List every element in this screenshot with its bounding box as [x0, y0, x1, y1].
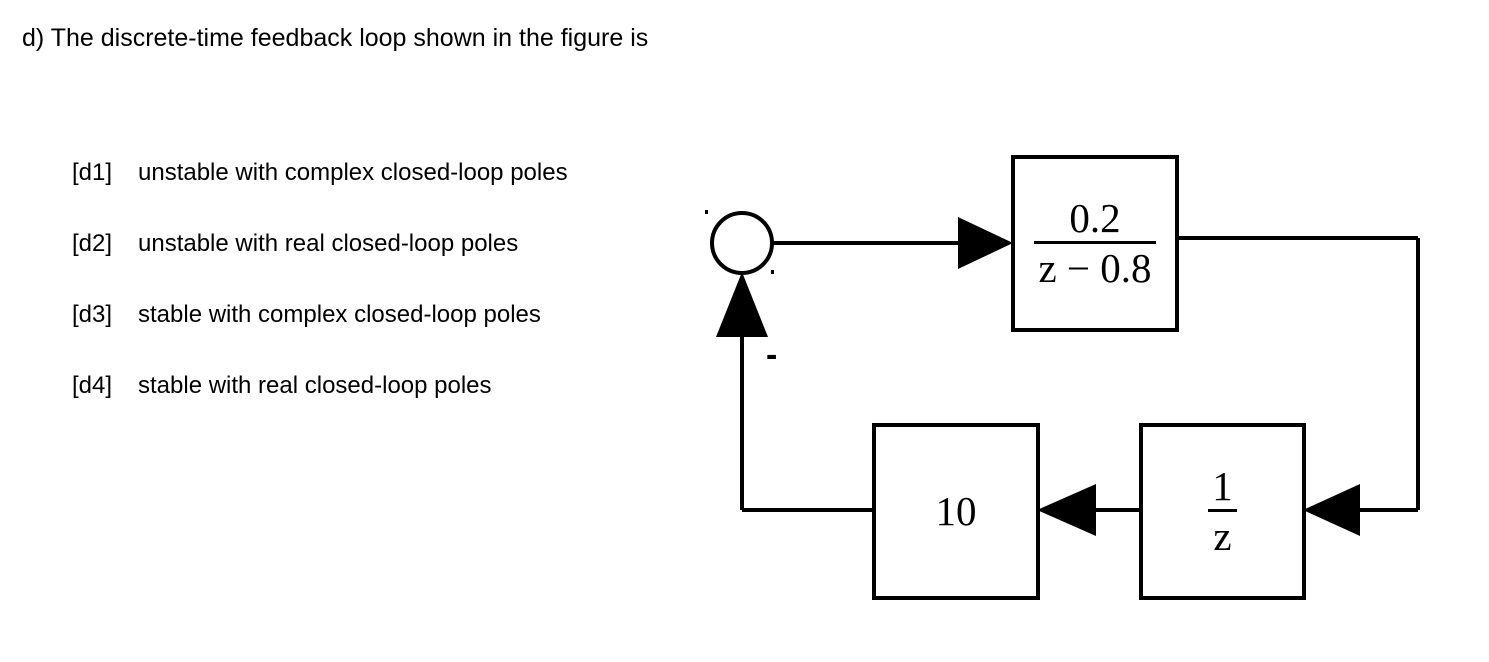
answer-option-d4[interactable]: [d4] stable with real closed-loop poles [72, 370, 732, 441]
summing-junction-minus-sign: - [766, 336, 778, 374]
answer-option-d3[interactable]: [d3] stable with complex closed-loop pol… [72, 299, 732, 370]
answer-option-d4-tag: [d4] [72, 372, 113, 399]
page-title: d) The discrete-time feedback loop shown… [22, 24, 649, 52]
forward-block-label: 0.2 z − 0.8 [1013, 157, 1177, 330]
answer-option-d1-tag: [d1] [72, 159, 113, 186]
answer-options-list: [d1] unstable with complex closed-loop p… [72, 157, 732, 441]
delay-block-denominator: z [1208, 509, 1237, 557]
answer-option-d2[interactable]: [d2] unstable with real closed-loop pole… [72, 228, 732, 299]
scan-dot-artifact-lower [771, 270, 774, 274]
arrowhead-into-forward-block [958, 217, 1013, 269]
answer-option-d1-label: unstable with complex closed-loop poles [138, 159, 568, 186]
answer-option-d4-label: stable with real closed-loop poles [138, 372, 492, 399]
delay-block-numerator: 1 [1212, 463, 1233, 509]
forward-block-denominator: z − 0.8 [1034, 241, 1156, 289]
delay-block-label: 1 z [1141, 425, 1304, 598]
answer-option-d3-label: stable with complex closed-loop poles [138, 301, 541, 328]
answer-option-d1[interactable]: [d1] unstable with complex closed-loop p… [72, 157, 732, 228]
answer-option-d2-tag: [d2] [72, 230, 113, 257]
answer-option-d3-tag: [d3] [72, 301, 113, 328]
forward-block-fraction: 0.2 z − 0.8 [1034, 195, 1156, 289]
forward-block-numerator: 0.2 [1069, 195, 1121, 241]
arrowhead-into-delay-block [1303, 484, 1360, 536]
arrowhead-into-gain-block [1037, 484, 1096, 536]
gain-block-label: 10 [935, 488, 977, 534]
delay-block-fraction: 1 z [1208, 466, 1237, 557]
answer-option-d2-label: unstable with real closed-loop poles [138, 230, 519, 257]
